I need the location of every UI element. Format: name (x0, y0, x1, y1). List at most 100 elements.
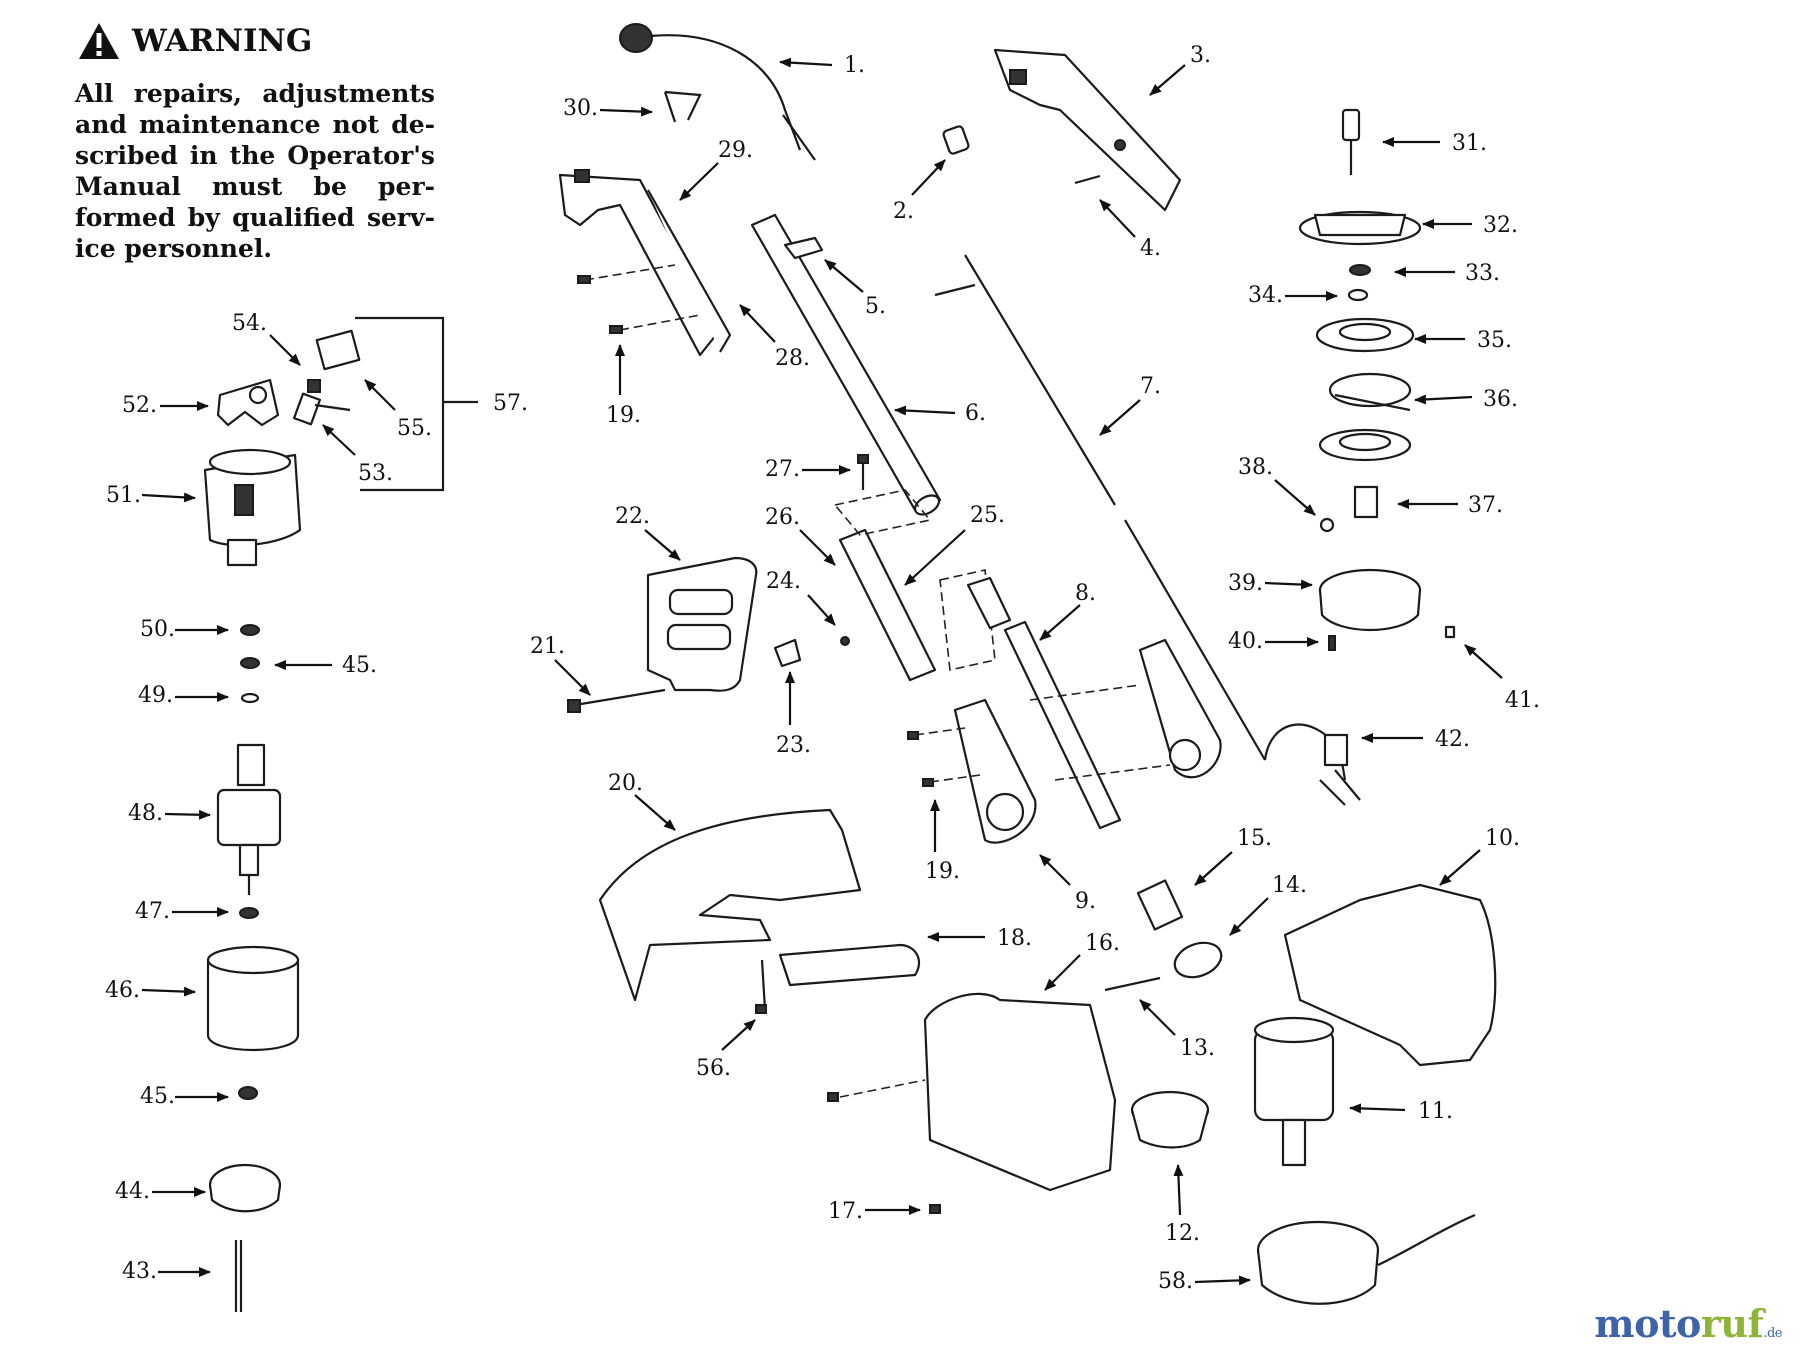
callout-43: 43. (122, 1259, 211, 1284)
part-label-58: 58. (1158, 1269, 1193, 1294)
part-45-washer-lower (238, 1086, 258, 1100)
callout-4: 4. (1099, 199, 1161, 261)
part-label-6: 6. (965, 401, 986, 426)
part-3-upper-handle-right (993, 48, 1182, 212)
callout-57: 57. (493, 391, 528, 416)
warning-text: All repairs, adjustments and maintenance… (75, 79, 435, 263)
part-27-screw (857, 454, 869, 490)
watermark-logo: motoruf.de (1594, 1301, 1782, 1346)
part-25-clamp-outline (833, 489, 996, 671)
logo-part-3: .de (1763, 1326, 1782, 1341)
part-46-magnet-ring (206, 945, 300, 1052)
part-2-switch-trigger (942, 125, 970, 155)
part-label-11: 11. (1418, 1099, 1453, 1124)
part-57-bracket (355, 316, 478, 492)
callout-45-lower: 45. (140, 1084, 229, 1109)
part-label-13: 13. (1180, 1036, 1215, 1061)
part-15-spring (1136, 879, 1184, 931)
callout-42: 42. (1361, 727, 1470, 752)
part-8-lower-shaft (966, 576, 1122, 830)
part-label-2: 2. (893, 199, 914, 224)
pivot-dashes (1029, 684, 1171, 781)
callout-47: 47. (135, 899, 229, 924)
part-label-42: 42. (1435, 727, 1470, 752)
part-23-nut (773, 638, 802, 668)
part-56-screw (755, 959, 767, 1014)
part-label-17: 17. (828, 1199, 863, 1224)
part-label-55: 55. (397, 416, 432, 441)
callout-24: 24. (766, 569, 836, 626)
part-37-spring (1353, 485, 1379, 519)
part-label-48: 48. (128, 801, 163, 826)
part-label-15: 15. (1237, 826, 1272, 851)
part-label-46: 46. (105, 978, 140, 1003)
part-24-screw (840, 636, 850, 646)
part-label-8: 8. (1075, 581, 1096, 606)
part-label-39: 39. (1228, 571, 1263, 596)
callout-44: 44. (115, 1179, 206, 1204)
callout-18: 18. (927, 926, 1032, 951)
part-11-motor (1253, 1016, 1335, 1167)
callout-46: 46. (105, 978, 196, 1003)
callout-54: 54. (232, 311, 301, 366)
part-30-clip (663, 90, 702, 123)
part-51-motor-housing (203, 448, 302, 567)
callout-51: 51. (106, 483, 196, 508)
callout-52: 52. (122, 393, 209, 418)
callout-3: 3. (1149, 43, 1211, 96)
callout-17: 17. (828, 1199, 921, 1224)
callout-36: 36. (1414, 387, 1518, 412)
callout-37: 37. (1397, 493, 1503, 518)
callout-56: 56. (696, 1019, 756, 1081)
part-33-34-washers (1347, 264, 1371, 302)
warning-heading: WARNING (78, 22, 312, 60)
part-10-motor-cover-rear (1283, 883, 1497, 1067)
callout-7: 7. (1099, 374, 1161, 436)
callout-22: 22. (615, 504, 681, 561)
part-label-44: 44. (115, 1179, 150, 1204)
part-label-34: 34. (1248, 283, 1283, 308)
part-label-32: 32. (1483, 213, 1518, 238)
callout-23: 23. (776, 671, 811, 758)
callout-12: 12. (1165, 1164, 1200, 1246)
part-label-7: 7. (1140, 374, 1161, 399)
part-label-38: 38. (1238, 455, 1273, 480)
callout-16: 16. (1044, 931, 1120, 991)
part-label-14: 14. (1272, 873, 1307, 898)
part-label-19-lower: 19. (925, 859, 960, 884)
part-40-41-clips (1328, 625, 1456, 651)
part-label-5: 5. (865, 294, 886, 319)
callout-1: 1. (779, 53, 865, 78)
part-label-23: 23. (776, 733, 811, 758)
part-label-24: 24. (766, 569, 801, 594)
part-label-33: 33. (1465, 261, 1500, 286)
callout-19-upper: 19. (606, 344, 641, 428)
part-label-21: 21. (530, 634, 565, 659)
callout-26: 26. (765, 505, 836, 566)
callout-32: 32. (1422, 213, 1518, 238)
part-label-12: 12. (1165, 1221, 1200, 1246)
part-label-31: 31. (1452, 131, 1487, 156)
part-label-4: 4. (1140, 236, 1161, 261)
part-36-spool (1328, 372, 1412, 412)
part-7-drive-shaft (934, 254, 1116, 506)
part-38-ball (1319, 517, 1335, 533)
part-label-22: 22. (615, 504, 650, 529)
part-12-bearing-cap (1130, 1090, 1210, 1149)
logo-part-1: moto (1594, 1301, 1701, 1346)
part-label-30: 30. (563, 96, 598, 121)
part-label-41: 41. (1505, 688, 1540, 713)
part-47-washer (239, 907, 259, 919)
part-4-pin (1074, 174, 1101, 185)
part-22-handle-bracket (646, 556, 758, 692)
part-label-28: 28. (775, 346, 810, 371)
logo-part-2: ruf (1700, 1301, 1764, 1346)
part-5-knob (783, 236, 824, 260)
callout-58: 58. (1158, 1269, 1251, 1294)
part-label-25: 25. (970, 503, 1005, 528)
callout-27: 27. (765, 457, 851, 482)
callout-49: 49. (138, 683, 229, 708)
part-label-18: 18. (997, 926, 1032, 951)
callout-5: 5. (824, 259, 886, 319)
